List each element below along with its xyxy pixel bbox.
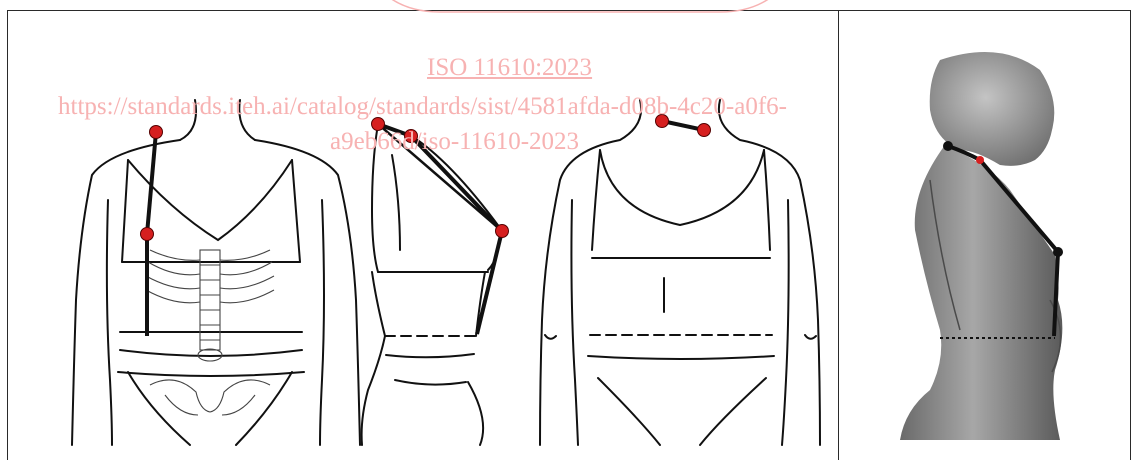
watermark-standard[interactable]: ISO 11610:2023 [427, 54, 592, 82]
front-landmark-bust [141, 228, 154, 241]
side-landmark-bust [496, 225, 509, 238]
front-landmark-shoulder [150, 126, 163, 139]
back-landmark-shoulder [698, 124, 711, 137]
scan-landmark-bust [1053, 247, 1063, 257]
side-view-figure [362, 124, 500, 445]
watermark-url-line-1[interactable]: https://standards.iteh.ai/catalog/standa… [58, 93, 787, 121]
front-view-figure [72, 100, 360, 445]
side-measure-line-4 [477, 231, 502, 334]
scan-landmark-shoulder [976, 156, 984, 164]
back-view-figure [540, 100, 820, 445]
scan-landmark-neck [943, 141, 953, 151]
scan-figure [900, 52, 1062, 440]
watermark-url-line-2[interactable]: a9​​​​eb66d/iso-11610-2023 [330, 128, 579, 156]
